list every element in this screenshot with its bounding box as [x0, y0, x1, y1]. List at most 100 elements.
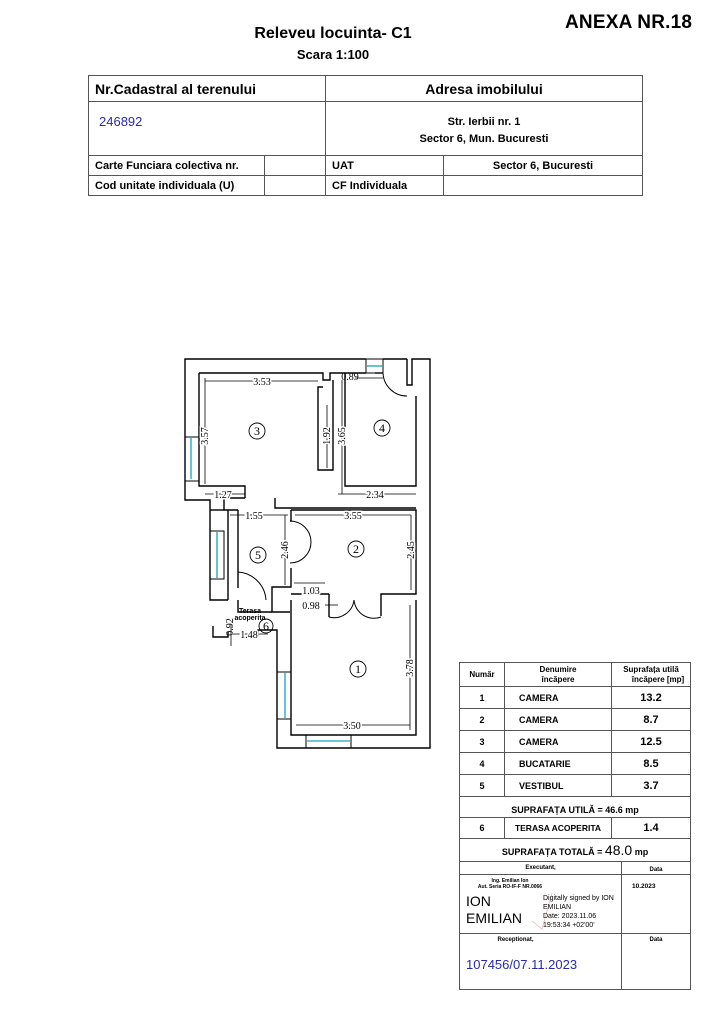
total-area-label: SUPRAFAȚA TOTALĂ =: [501, 847, 603, 857]
dim-0-98: 0.98: [302, 601, 320, 612]
dim-0-89: 0.89: [341, 372, 359, 383]
room-number-3: 3: [254, 424, 260, 438]
row-number: 6: [459, 817, 505, 839]
row-number: 3: [459, 730, 505, 753]
info-table: Nr.Cadastral al terenului Adresa imobilu…: [88, 75, 643, 196]
cf-individuala-label: CF Individuala: [325, 175, 444, 196]
door-arc-room1: [328, 599, 382, 619]
dim-3-55: 3.55: [344, 511, 362, 522]
door-arc-terrace: [237, 571, 267, 601]
room-number-2: 2: [353, 542, 359, 556]
table-row: 1 CAMERA 13.2: [459, 686, 691, 709]
col-area-header-1: Suprafața utilă: [623, 664, 679, 674]
digital-signature-line-4: 19:53:34 +02'00': [543, 922, 595, 929]
digital-signature-line-1: Digitally signed by ION: [543, 895, 614, 902]
dim-2-46: 2.46: [280, 541, 291, 559]
dim-3-50: 3.50: [343, 721, 361, 732]
cod-unitate-label: Cod unitate individuala (U): [88, 175, 265, 196]
row-area: 8.7: [611, 708, 691, 731]
signature-name-1: ION: [466, 893, 491, 909]
outer-wall: [184, 358, 366, 601]
row-area: 12.5: [611, 730, 691, 753]
total-area: SUPRAFAȚA TOTALĂ = 48.0 mp: [459, 838, 691, 862]
row-name: CAMERA: [504, 730, 612, 753]
rooms-table: Număr Denumire încăpere Suprafața utilă …: [459, 662, 691, 990]
room-number-4: 4: [379, 421, 385, 435]
annex-number: ANEXA NR.18: [565, 12, 693, 33]
uat-value: Sector 6, Bucuresti: [443, 155, 643, 176]
col-name-header: Denumire încăpere: [504, 662, 612, 687]
room-number-1: 1: [355, 662, 361, 676]
row-number: 1: [459, 686, 505, 709]
dim-2-45: 2.45: [406, 541, 417, 559]
dim-1-48: 1.48: [240, 630, 258, 641]
table-row: 3 CAMERA 12.5: [459, 730, 691, 753]
dim-0-92: 0.92: [225, 618, 236, 636]
terrace-label: Terasa: [239, 608, 261, 615]
row-area: 13.2: [611, 686, 691, 709]
signature-name: ION EMILIAN: [466, 893, 522, 927]
door-arc-kitchen: [382, 372, 408, 397]
row-name: CAMERA: [504, 686, 612, 709]
page-title: Releveu locuinta- C1: [254, 25, 412, 42]
executant-label: Executant,: [459, 861, 622, 875]
table-row: 5 VESTIBUL 3.7: [459, 774, 691, 797]
registration-number: 107456/07.11.2023: [466, 957, 578, 972]
digital-signature: Digitally signed by ION EMILIAN Date: 20…: [543, 894, 614, 930]
dim-1-55: 1.55: [245, 511, 263, 522]
signature-cell: Ing. Emilian Ion Aut. Seria RO-IF-F NR.0…: [459, 874, 622, 934]
dim-3-53: 3.53: [253, 377, 271, 388]
row-number: 5: [459, 774, 505, 797]
address-header: Adresa imobilului: [325, 75, 643, 102]
total-area-unit: mp: [634, 847, 649, 857]
dim-3-65: 3.65: [337, 427, 348, 445]
address-line-2: Sector 6, Mun. Bucuresti: [419, 132, 549, 145]
receptionat-cell: Receptionat, 107456/07.11.2023: [459, 933, 622, 990]
receptionat-date-label: Data: [621, 933, 691, 990]
cf-individuala-value: [443, 175, 643, 196]
engineer-name: Ing. Emilian Ion: [491, 878, 529, 884]
row-name: TERASA ACOPERITA: [504, 817, 612, 839]
dim-3-78: 3.78: [405, 659, 416, 677]
row-number: 4: [459, 752, 505, 775]
table-row: 2 CAMERA 8.7: [459, 708, 691, 731]
col-area-header-2: încăpere [mp]: [631, 674, 685, 684]
col-name-header-2: încăpere: [541, 674, 575, 684]
windows: [190, 365, 382, 742]
signature-name-2: EMILIAN: [466, 910, 523, 926]
row-name: CAMERA: [504, 708, 612, 731]
executant-date: 10.2023: [621, 874, 691, 934]
col-area-header: Suprafața utilă încăpere [mp]: [611, 662, 691, 687]
cf-colectiva-label: Carte Funciara colectiva nr.: [88, 155, 265, 176]
table-row: 4 BUCATARIE 8.5: [459, 752, 691, 775]
row-name: VESTIBUL: [504, 774, 612, 797]
dimension-labels: 3.53 0.89 3.57 1.92 3.65 1.27 2.34 1.55 …: [199, 372, 419, 734]
dim-1-92: 1.92: [322, 427, 333, 445]
dim-1-27: 1.27: [214, 490, 232, 501]
signature-mark: [531, 892, 553, 930]
executant-date-label: Data: [621, 861, 691, 875]
dim-2-34: 2.34: [366, 490, 384, 501]
cadastral-header: Nr.Cadastral al terenului: [88, 75, 326, 102]
room-number-6: 6: [263, 619, 269, 633]
total-area-value: 48.0: [604, 842, 633, 858]
dim-1-03: 1.03: [302, 586, 320, 597]
digital-signature-line-2: EMILIAN: [543, 904, 572, 911]
address-line-1: Str. Ierbii nr. 1: [447, 115, 521, 128]
col-number-header: Număr: [459, 662, 505, 687]
dim-3-57: 3.57: [200, 427, 211, 445]
address-value: Str. Ierbii nr. 1 Sector 6, Mun. Bucures…: [325, 101, 643, 156]
row-area: 8.5: [611, 752, 691, 775]
digital-signature-line-3: Date: 2023.11.06: [543, 913, 597, 920]
row-area: 1.4: [611, 817, 691, 839]
cod-unitate-value: [263, 175, 327, 196]
table-row: 6 TERASA ACOPERITA 1.4: [459, 817, 691, 839]
authorization-number: Aut. Seria RO-IF-F NR.0066: [477, 884, 543, 890]
row-area: 3.7: [611, 774, 691, 797]
scale-label: Scara 1:100: [296, 47, 370, 62]
room-number-5: 5: [255, 548, 261, 562]
col-name-header-1: Denumire: [539, 664, 577, 674]
usable-area-total: SUPRAFAȚA UTILĂ = 46.6 mp: [459, 796, 691, 818]
terrace-label-2: acoperita: [234, 615, 265, 622]
